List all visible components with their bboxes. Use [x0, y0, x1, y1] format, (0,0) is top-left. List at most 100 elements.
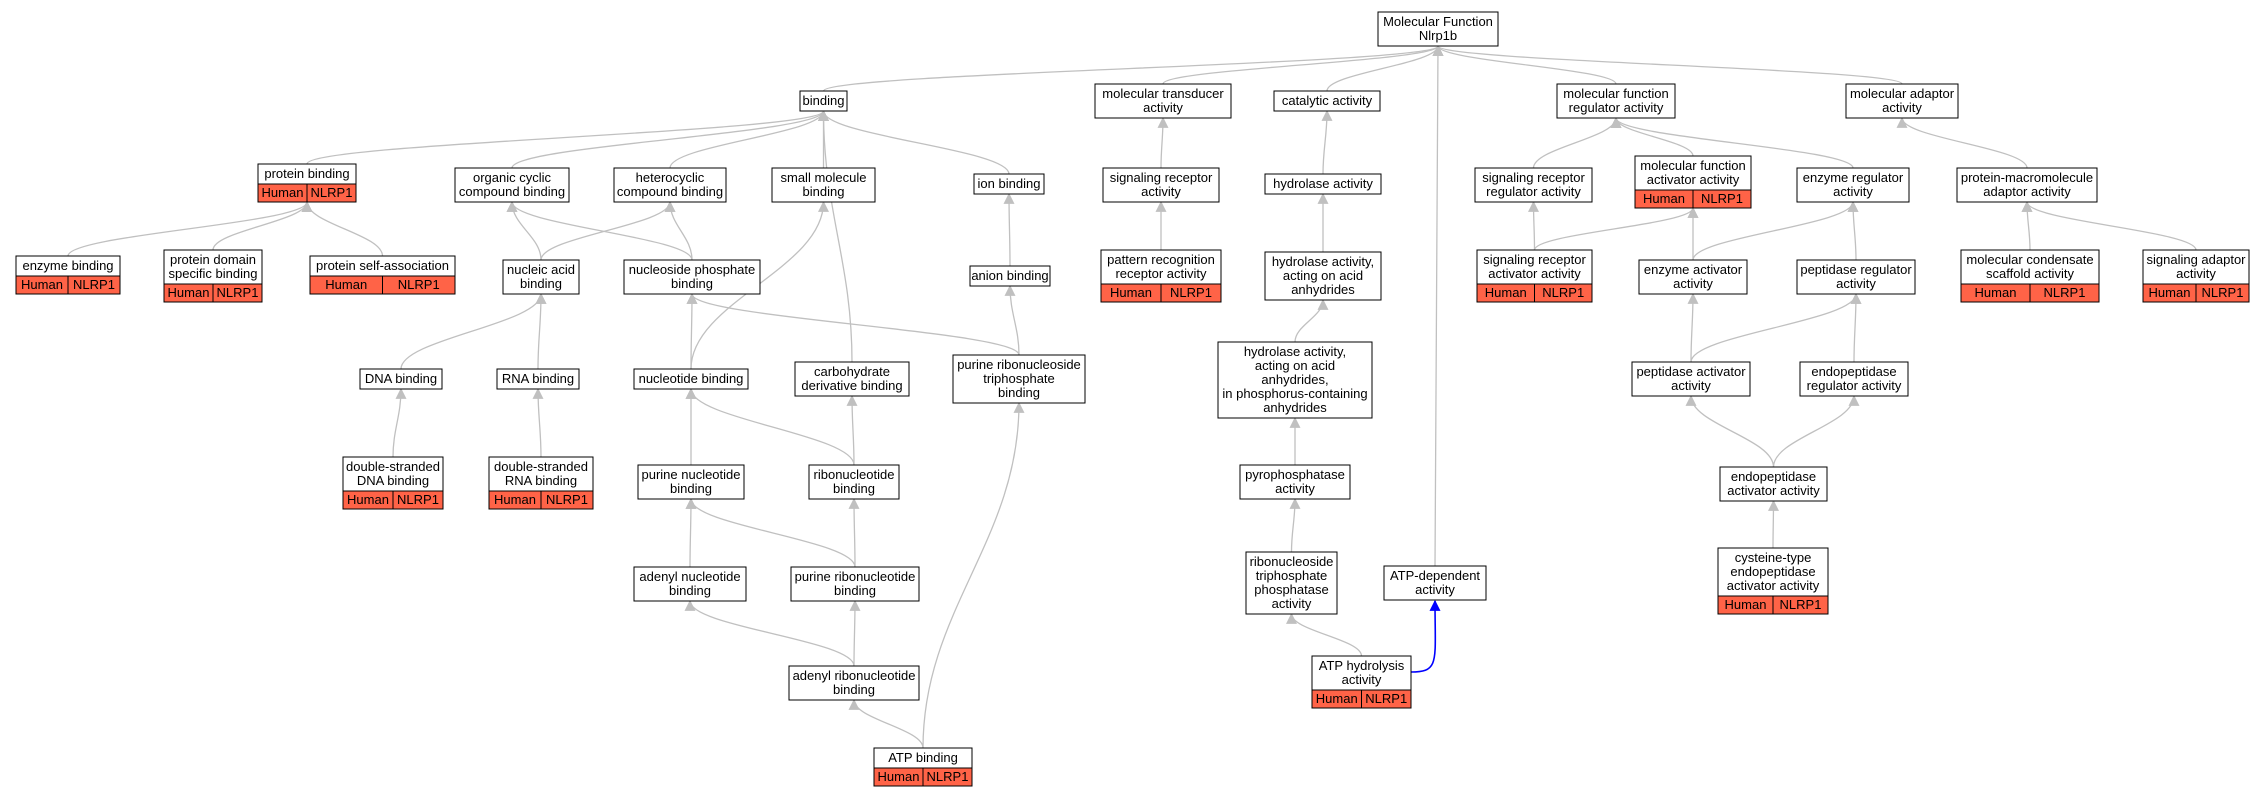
go-term-label: receptor activity	[1115, 266, 1207, 281]
go-term-label: endopeptidase	[1811, 364, 1896, 379]
go-term-catalytic[interactable]: catalytic activity	[1273, 90, 1381, 112]
go-term-label: double-stranded	[346, 459, 440, 474]
edge-ds-rna-to-rna	[532, 387, 544, 458]
go-term-label: RNA binding	[502, 371, 574, 386]
go-term-label: Nlrp1b	[1419, 28, 1457, 43]
go-term-label: activity	[1671, 378, 1711, 393]
go-term-binding[interactable]: binding	[799, 90, 848, 112]
go-term-hydrolase[interactable]: hydrolase activity	[1264, 173, 1382, 195]
go-term-label: enzyme activator	[1644, 262, 1743, 277]
gene-tag: NLRP1	[546, 492, 588, 507]
edge-endopep-reg-to-pep-regulator	[1850, 292, 1862, 363]
go-term-label: ATP-dependent	[1390, 568, 1480, 583]
go-term-label: binding	[833, 481, 875, 496]
go-term-label: activator activity	[1727, 483, 1820, 498]
go-term-label: triphosphate	[983, 371, 1055, 386]
go-term-rna[interactable]: RNA binding	[496, 368, 580, 390]
go-term-label: nucleotide binding	[639, 371, 744, 386]
go-term-label: carbohydrate	[814, 364, 890, 379]
go-term-label: regulator activity	[1807, 378, 1902, 393]
go-term-ion-binding[interactable]: ion binding	[973, 173, 1045, 195]
edge-atp-dependent-to-mf	[1432, 44, 1444, 567]
species-tag: Human	[262, 185, 304, 200]
go-term-label: anion binding	[971, 268, 1048, 283]
edge-pep-activator-to-pep-regulator	[1690, 292, 1862, 363]
edge-ribonucleotide-to-nucleotide	[685, 387, 855, 466]
go-term-anion[interactable]: anion binding	[969, 265, 1051, 287]
go-term-hyd-acid-anh[interactable]: hydrolase activity,acting on acidanhydri…	[1264, 251, 1382, 301]
edge-mf-activator-to-mf-regulator	[1610, 116, 1694, 157]
edge-cys-endopep-to-endopep-act	[1767, 499, 1779, 549]
go-term-label: signaling receptor	[1482, 170, 1585, 185]
go-term-label: specific binding	[169, 266, 258, 281]
edge-sig-receptor-to-mol-transducer	[1157, 116, 1169, 169]
go-term-label: adenyl ribonucleotide	[793, 668, 916, 683]
edge-sig-rec-reg-to-mf-regulator	[1532, 116, 1622, 169]
go-term-label: derivative binding	[801, 378, 902, 393]
go-term-dna[interactable]: DNA binding	[359, 368, 443, 390]
go-term-label: ATP binding	[888, 750, 958, 765]
go-term-label: ion binding	[978, 176, 1041, 191]
go-term-nucleotide[interactable]: nucleotide binding	[633, 368, 749, 390]
edge-atp-hydrolysis-to-rntp-phosphatase	[1286, 612, 1363, 657]
gene-tag: NLRP1	[1701, 191, 1743, 206]
edge-nucleoside-phos-to-heterocyclic	[664, 200, 693, 261]
go-term-label: binding	[803, 93, 845, 108]
edge-prot-domain-to-protein-binding	[212, 200, 313, 251]
edge-endopep-act-to-endopep-reg	[1772, 394, 1860, 468]
go-term-label: heterocyclic	[636, 170, 705, 185]
species-tag: Human	[1316, 691, 1358, 706]
go-term-label: activator activity	[1488, 266, 1581, 281]
go-term-label: peptidase regulator	[1800, 262, 1912, 277]
go-term-rntp-phosphatase[interactable]: ribonucleosidetriphosphatephosphataseact…	[1245, 551, 1338, 615]
edge-nucleoside-phos-to-org-cyclic	[506, 200, 693, 261]
go-term-hyd-phos-anh[interactable]: hydrolase activity,acting on acidanhydri…	[1217, 341, 1373, 419]
edge-mol-adaptor-to-mf	[1432, 44, 1903, 85]
edge-atp-binding-to-adenyl-ribonucleotide	[848, 698, 924, 749]
go-term-label: cysteine-type	[1735, 550, 1812, 565]
go-term-label: activator activity	[1647, 172, 1740, 187]
species-tag: Human	[2149, 285, 2191, 300]
